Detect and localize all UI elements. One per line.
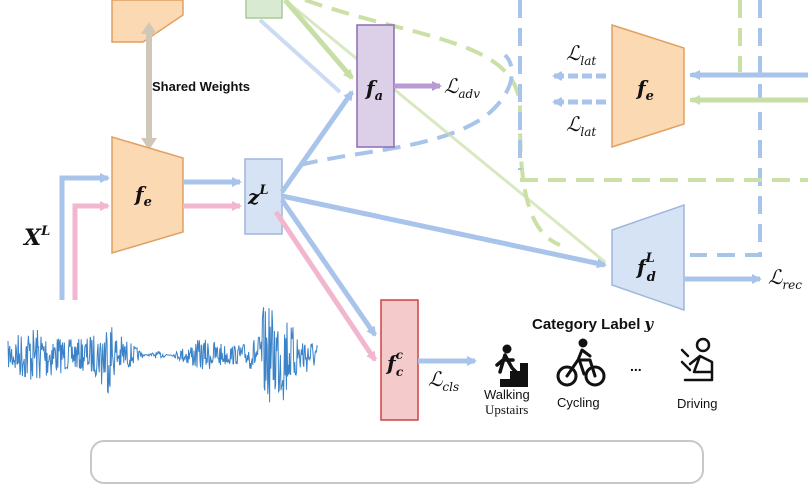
shared-weights-label: Shared Weights xyxy=(152,79,250,94)
loss-cls-label: ℒcls xyxy=(428,367,459,394)
arrow-green-to-fa xyxy=(283,0,354,80)
dashed-blue-curve xyxy=(299,53,514,167)
dashed-blue-right xyxy=(690,0,762,257)
arrow-green-to-fd xyxy=(284,0,606,264)
arrow-z-to-fc-blue xyxy=(279,198,378,337)
discriminator-fa-label: fa xyxy=(364,76,383,104)
bottom-legend-panel xyxy=(90,440,704,484)
loss-lat-bottom-label: ℒlat xyxy=(566,112,596,139)
class-driving-label: Driving xyxy=(677,396,717,411)
input-arrow-blue xyxy=(59,173,110,300)
input-arrow-pink xyxy=(72,201,110,300)
driving-icon xyxy=(680,337,714,382)
discriminator-fa-block xyxy=(356,24,395,148)
green-block-partial xyxy=(245,0,283,19)
arrow-z-to-fc-pink xyxy=(273,210,378,362)
encoder-fe-right xyxy=(611,23,685,149)
class-walking-label: Walking xyxy=(484,387,530,402)
encoder-fe-main xyxy=(111,135,184,255)
arrow-z-to-fd xyxy=(281,193,607,269)
shared-weights-arrowhead-up xyxy=(141,22,157,34)
class-ellipsis: ... xyxy=(630,358,642,374)
encoder-fe-label: fe xyxy=(133,182,152,210)
decoder-fd-block xyxy=(611,203,685,312)
sensor-signal-waveform xyxy=(7,307,319,403)
input-xl-label: XL xyxy=(22,224,50,251)
encoder-fe-right-label: fe xyxy=(635,76,654,104)
loss-adv-label: ℒadv xyxy=(444,74,480,101)
latent-z-label: zL xyxy=(247,183,269,209)
walking-upstairs-icon xyxy=(490,344,528,387)
shared-weights-arrowhead-down xyxy=(141,138,157,150)
cycling-icon xyxy=(556,338,606,387)
arrow-z-to-fa xyxy=(279,90,355,194)
arrow-blue-faint-to-fa xyxy=(258,18,342,94)
loss-rec-label: ℒrec xyxy=(768,265,802,292)
loss-lat-top-label: ℒlat xyxy=(566,41,596,68)
class-upstairs-label: Upstairs xyxy=(485,402,528,417)
latent-z-block xyxy=(244,158,283,235)
class-cycling-label: Cycling xyxy=(557,395,600,410)
encoder-top-partial xyxy=(111,0,184,43)
